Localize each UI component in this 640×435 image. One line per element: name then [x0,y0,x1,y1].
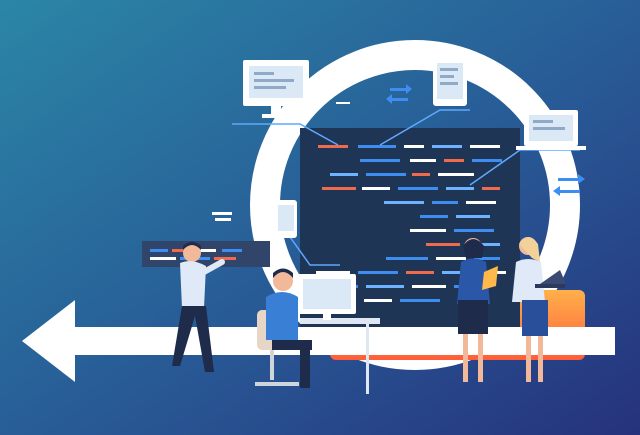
code-line [398,187,438,190]
code-line [400,299,440,302]
code-line [318,145,348,148]
code-line [474,257,500,260]
code-line [362,187,390,190]
code-line [404,145,424,148]
code-line [410,159,436,162]
developer-at-desk [255,268,380,394]
code-line [386,257,428,260]
laptop-icon [516,110,586,150]
code-line [412,285,446,288]
code-line [384,201,424,204]
code-line [366,285,404,288]
code-line [366,173,406,176]
code-line [360,159,400,162]
code-line [420,215,448,218]
code-line [468,243,500,246]
code-line [364,299,392,302]
code-line [410,229,446,232]
decor-dashes [212,86,498,221]
code-line [358,271,398,274]
tablet-icon [433,58,467,106]
code-line [456,215,490,218]
code-line [454,229,494,232]
code-line [438,173,474,176]
code-line [436,257,466,260]
code-line [432,145,462,148]
code-line [426,243,460,246]
woman-with-laptop [512,237,566,382]
desktop-monitor-icon [243,60,309,118]
person-pointing [172,242,225,372]
woman-with-folder [457,238,498,382]
swap-arrows-icon [386,84,412,104]
code-line [322,187,356,190]
code-line [482,187,500,190]
floating-code-bar [142,241,270,267]
code-line [470,145,500,148]
code-line [412,173,430,176]
code-line [472,159,502,162]
smartphone-icon [275,200,297,238]
code-line [446,187,474,190]
code-line [316,271,350,274]
swap-arrows-icon [553,174,585,196]
code-line [330,173,358,176]
code-line [466,201,496,204]
code-line [442,271,476,274]
lightbulb-icon [258,150,278,177]
code-line [358,145,396,148]
code-line [444,159,464,162]
code-line [406,271,434,274]
code-line [432,201,458,204]
